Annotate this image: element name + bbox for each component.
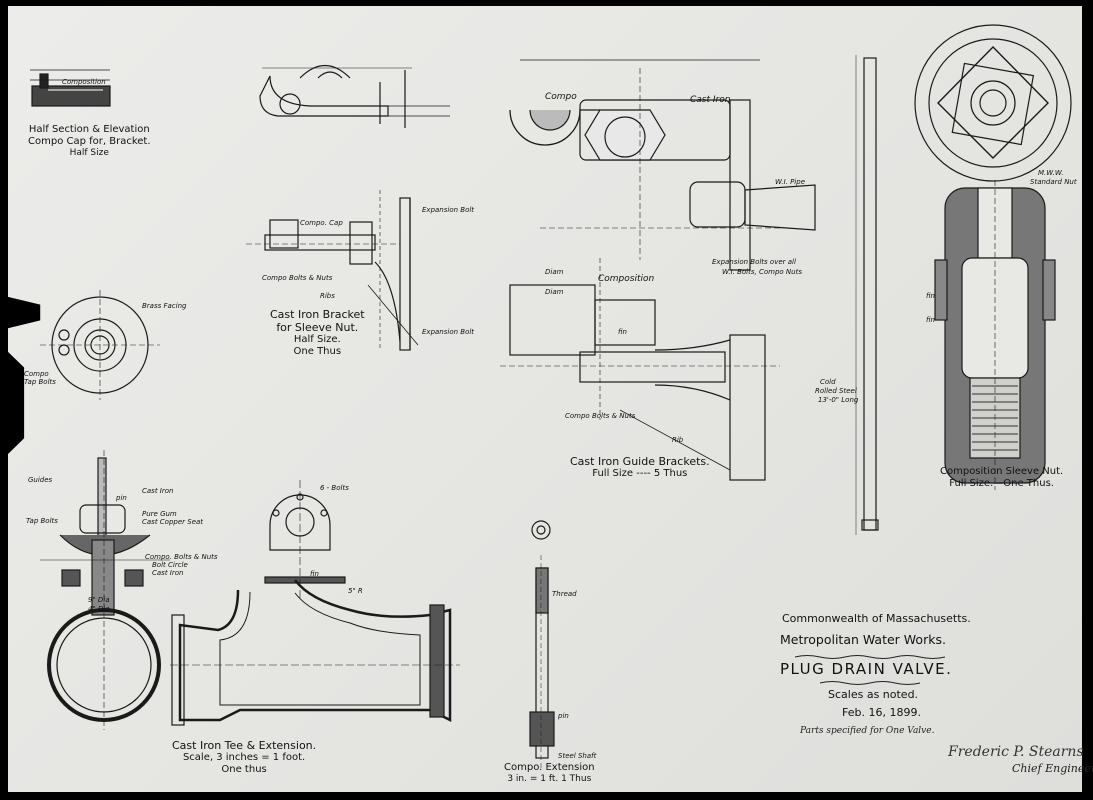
bracket-caption-line3: Half Size.	[293, 334, 341, 346]
guide-diam-label-2: Diam	[545, 288, 564, 296]
title-commonwealth: Commonwealth of Massachusetts.	[782, 612, 971, 625]
extension-thread-label: Thread	[552, 590, 577, 598]
rod-note-2: Rolled Steel	[815, 387, 857, 395]
valve-cast-iron-label-1: Cast Iron	[142, 487, 174, 495]
sleeve-caption: Composition Sleeve Nut. Full Size.—One T…	[940, 466, 1063, 490]
valve-dia-label-2: 4" Dia	[88, 605, 110, 613]
guide-rib-label: Rib	[672, 436, 684, 444]
guide-composition-label: Composition	[598, 274, 655, 284]
rolled-steel-rod-view	[855, 55, 879, 535]
engineer-signature: Frederic P. Stearns	[948, 744, 1084, 760]
guide-compo-bolts-label: Compo Bolts & Nuts	[565, 412, 636, 420]
top-bracket-view	[259, 64, 450, 128]
sleeve-fin-label-1: fin	[926, 292, 935, 300]
extension-caption-line2: 3 in. = 1 ft. 1 Thus	[507, 774, 592, 784]
valve-dia-label-1: 9" Dia	[88, 596, 110, 604]
bracket-caption-line4: One Thus	[293, 346, 342, 358]
tee-extension-view	[170, 480, 460, 726]
tee-caption-line1: Cast Iron Tee & Extension.	[172, 739, 317, 752]
bracket-caption-line1: Cast Iron Bracket	[270, 308, 365, 321]
valve-guides-label: Guides	[28, 476, 53, 484]
title-scales: Scales as noted.	[828, 688, 919, 701]
sleeve-caption-line1: Composition Sleeve Nut.	[940, 466, 1064, 477]
guide-bracket-top-view	[509, 59, 816, 271]
half-section-caption-line1: Half Section & Elevation	[28, 124, 150, 135]
bracket-expansion-bolt-label-1: Expansion Bolt	[422, 206, 475, 214]
title-parts-note: Parts specified for One Valve.	[800, 726, 935, 736]
guide-caption: Cast Iron Guide Brackets. Full Size ----…	[570, 455, 710, 480]
sleeve-nut-threads	[972, 385, 1018, 451]
rod-note-3: 13'-0" Long	[818, 396, 859, 404]
rod-note-1: Cold	[820, 378, 836, 386]
bracket-ribs-label: Ribs	[320, 292, 335, 300]
valve-pure-gum-label: Pure Gum	[142, 510, 177, 518]
guide-caption-line1: Cast Iron Guide Brackets.	[570, 455, 710, 468]
compo-extension-view	[529, 520, 555, 770]
valve-compo-bolts-label: Compo. Bolts & Nuts	[145, 553, 218, 561]
title-metropolitan: Metropolitan Water Works.	[780, 632, 946, 647]
valve-pin-label: pin	[116, 494, 127, 502]
tee-fin-label: fin	[310, 570, 319, 578]
valve-assembly-view	[40, 450, 170, 730]
sleeve-fin-label-2: fin	[926, 316, 935, 324]
guide-compo-label: Compo	[545, 92, 577, 102]
title-date: Feb. 16, 1899.	[842, 706, 921, 719]
guide-expansion-note-1: Expansion Bolts over all	[712, 258, 796, 266]
valve-bolt-circle-label: Bolt Circle	[152, 561, 188, 569]
tee-radius-label: 5" R	[348, 587, 363, 595]
cast-iron-bracket-view	[246, 190, 419, 351]
bracket-cap-label: Compo. Cap	[300, 219, 343, 227]
flange-tap-label: Tap Bolts	[24, 378, 56, 386]
guide-wi-pipe-label: W.I. Pipe	[775, 178, 806, 186]
valve-tap-bolts-label: Tap Bolts	[26, 517, 58, 525]
guide-expansion-note-2: W.I. Bolts, Compo Nuts	[722, 268, 802, 276]
half-section-caption: Half Section & Elevation Compo Cap for, …	[28, 124, 151, 159]
bracket-caption-line2: for Sleeve Nut.	[276, 321, 359, 335]
bracket-bolts-label: Compo Bolts & Nuts	[262, 274, 333, 282]
sleeve-mww-label: M.W.W.	[1038, 169, 1064, 177]
bracket-caption: Cast Iron Bracket for Sleeve Nut. Half S…	[270, 308, 365, 358]
title-plug-drain-valve: PLUG DRAIN VALVE.	[780, 660, 953, 678]
guide-caption-line2: Full Size ---- 5 Thus	[592, 468, 688, 480]
engineer-title: Chief Engineer	[1012, 762, 1093, 775]
sleeve-standard-label: Standard Nut	[1030, 178, 1077, 186]
extension-pin-label: pin	[558, 712, 569, 720]
flange-brass-label: Brass Facing	[142, 302, 187, 310]
sleeve-caption-line2: Full Size.—One Thus.	[949, 478, 1054, 489]
bracket-expansion-bolt-label-2: Expansion Bolt	[422, 328, 475, 336]
extension-steel-shaft-label: Steel Shaft	[558, 752, 597, 760]
half-section-caption-line2: Compo Cap for, Bracket.	[28, 136, 151, 147]
half-section-cap-view	[30, 69, 111, 107]
guide-cast-iron-label: Cast Iron	[690, 95, 731, 105]
guide-bracket-section-view	[500, 258, 780, 481]
valve-cast-iron-label-2: Cast Iron	[152, 569, 184, 577]
sleeve-nut-plan-view	[914, 24, 1072, 182]
flange-view	[40, 290, 160, 400]
sleeve-nut-section-view	[934, 180, 1056, 490]
extension-caption-line1: Compo. Extension	[504, 762, 595, 773]
guide-diam-label-1: Diam	[545, 268, 564, 276]
half-section-composition-label: Composition	[62, 78, 106, 86]
extension-caption: Compo. Extension 3 in. = 1 ft. 1 Thus	[504, 762, 595, 785]
tee-bolts-label: 6 - Bolts	[320, 484, 349, 492]
half-section-caption-line3: Half Size	[69, 148, 109, 158]
title-rules	[794, 655, 946, 685]
tee-caption-line3: One thus	[221, 764, 267, 776]
paper-background	[8, 6, 1082, 792]
tee-caption-line2: Scale, 3 inches = 1 foot.	[182, 752, 306, 764]
guide-fin-label: fin	[618, 328, 627, 336]
tee-caption: Cast Iron Tee & Extension. Scale, 3 inch…	[172, 739, 316, 776]
flange-compo-label: Compo	[24, 370, 49, 378]
valve-copper-seat-label: Cast Copper Seat	[142, 518, 204, 526]
